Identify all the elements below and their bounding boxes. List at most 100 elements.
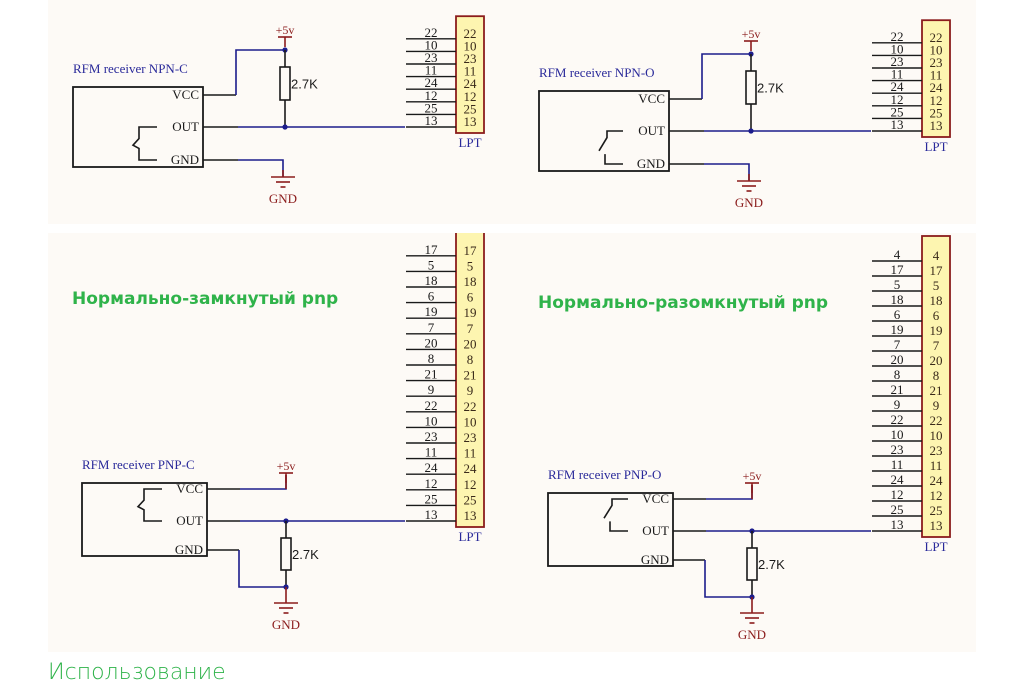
power-label: +5v (742, 27, 761, 41)
wire-vcc (706, 485, 753, 500)
connector-pin-label: 23 (464, 430, 477, 445)
connector-pin-number: 17 (891, 262, 905, 277)
connector-pin-label: 11 (464, 446, 477, 461)
connector-pin-label: 20 (464, 336, 477, 351)
receiver-body (547, 492, 674, 567)
connector-pin-number: 7 (894, 337, 901, 352)
connector-pin-label: 24 (930, 80, 944, 95)
connector-pin-label: 19 (930, 323, 943, 338)
connector-pin-label: 13 (930, 118, 943, 133)
resistor-value: 2.7K (758, 557, 785, 572)
connector-pin-label: 23 (464, 51, 477, 66)
connector-label: LPT (924, 539, 947, 554)
connector-pin-number: 19 (425, 304, 438, 319)
resistor-body (279, 66, 291, 101)
power-label: +5v (743, 469, 762, 483)
connector-pin-number: 13 (891, 517, 904, 532)
connector-pin-number: 9 (894, 397, 901, 412)
connector-pin-number: 18 (891, 292, 904, 307)
receiver-pin-out: OUT (642, 523, 669, 538)
wire-vcc (235, 49, 285, 95)
connector-pin-number: 21 (891, 382, 904, 397)
contact-closed-icon (131, 126, 157, 161)
connector-pin-label: 12 (930, 93, 943, 108)
connector-pin-number: 19 (891, 322, 904, 337)
connector-pin-label: 17 (464, 243, 478, 258)
connector-pin-label: 19 (464, 305, 477, 320)
connector-pin-label: 25 (930, 503, 943, 518)
connector-pin-label: 4 (933, 248, 940, 263)
connector-pin-label: 10 (464, 38, 477, 53)
connector-pin-label: 7 (933, 338, 940, 353)
connector-body (921, 19, 951, 138)
resistor-value: 2.7K (757, 81, 784, 96)
connector-pin-number: 20 (425, 335, 438, 350)
receiver-pin-gnd: GND (171, 152, 199, 167)
connector-pin-number: 20 (891, 352, 904, 367)
receiver-label: RFM receiver PNP-C (82, 457, 195, 472)
receiver-pin-out: OUT (172, 119, 199, 134)
connector-pin-number: 24 (425, 75, 439, 90)
connector-label: LPT (924, 139, 947, 154)
connector-pin-number: 17 (425, 242, 439, 257)
connector-pin-label: 13 (464, 114, 477, 129)
receiver-pin-out: OUT (638, 123, 665, 138)
connector-pin-label: 12 (464, 477, 477, 492)
connector-pin-label: 25 (464, 492, 477, 507)
connector-pin-label: 24 (464, 76, 478, 91)
connector-pin-number: 25 (891, 502, 904, 517)
wire-vcc (701, 53, 751, 99)
connector-pin-label: 18 (930, 293, 943, 308)
connector-pin-label: 25 (930, 105, 943, 120)
connector-pin-label: 20 (930, 353, 943, 368)
connector-pin-number: 11 (891, 67, 904, 82)
connector-pin-number: 24 (891, 79, 905, 94)
connector-pin-number: 7 (428, 320, 435, 335)
receiver-label: RFM receiver NPN-O (539, 65, 655, 80)
ground-label: GND (738, 627, 766, 642)
connector-pin-label: 22 (930, 30, 943, 45)
connector-pin-label: 25 (464, 101, 477, 116)
receiver-pin-gnd: GND (637, 156, 665, 171)
connector-pin-number: 23 (425, 429, 438, 444)
connector-pin-label: 6 (467, 290, 474, 305)
connector-pin-label: 11 (930, 458, 943, 473)
wire-vcc (240, 475, 287, 490)
connector-pin-number: 13 (891, 117, 904, 132)
connector-pin-label: 22 (930, 413, 943, 428)
connector-pin-number: 12 (891, 92, 904, 107)
connector-body (455, 15, 485, 134)
connector-pin-label: 10 (930, 428, 943, 443)
connector-pin-label: 21 (930, 383, 943, 398)
wire-gnd (704, 560, 752, 598)
connector-pin-number: 12 (891, 487, 904, 502)
connector-pin-label: 23 (930, 443, 943, 458)
connector-pin-number: 12 (425, 88, 438, 103)
connector-pin-label: 13 (930, 518, 943, 533)
connector-pin-number: 5 (894, 277, 901, 292)
receiver-label: RFM receiver PNP-O (548, 467, 661, 482)
receiver-label: RFM receiver NPN-C (73, 61, 188, 76)
connector-pin-label: 9 (467, 383, 474, 398)
ground-label: GND (735, 195, 763, 210)
connector-pin-label: 21 (464, 368, 477, 383)
connector-pin-label: 8 (933, 368, 940, 383)
connector-pin-number: 5 (428, 257, 435, 272)
connector-pin-label: 11 (930, 68, 943, 83)
ground-label: GND (269, 191, 297, 206)
connector-pin-label: 22 (464, 26, 477, 41)
connector-body (921, 235, 951, 538)
receiver-pin-gnd: GND (175, 542, 203, 557)
connector-pin-number: 6 (894, 307, 901, 322)
panel-gap (0, 224, 1029, 233)
connector-pin-number: 24 (425, 460, 439, 475)
connector-pin-number: 11 (425, 63, 438, 78)
contact-open-icon-lower (604, 154, 623, 165)
connector-pin-number: 23 (425, 50, 438, 65)
resistor-body (280, 537, 292, 571)
connector-pin-number: 12 (425, 476, 438, 491)
connector-pin-label: 13 (464, 508, 477, 523)
